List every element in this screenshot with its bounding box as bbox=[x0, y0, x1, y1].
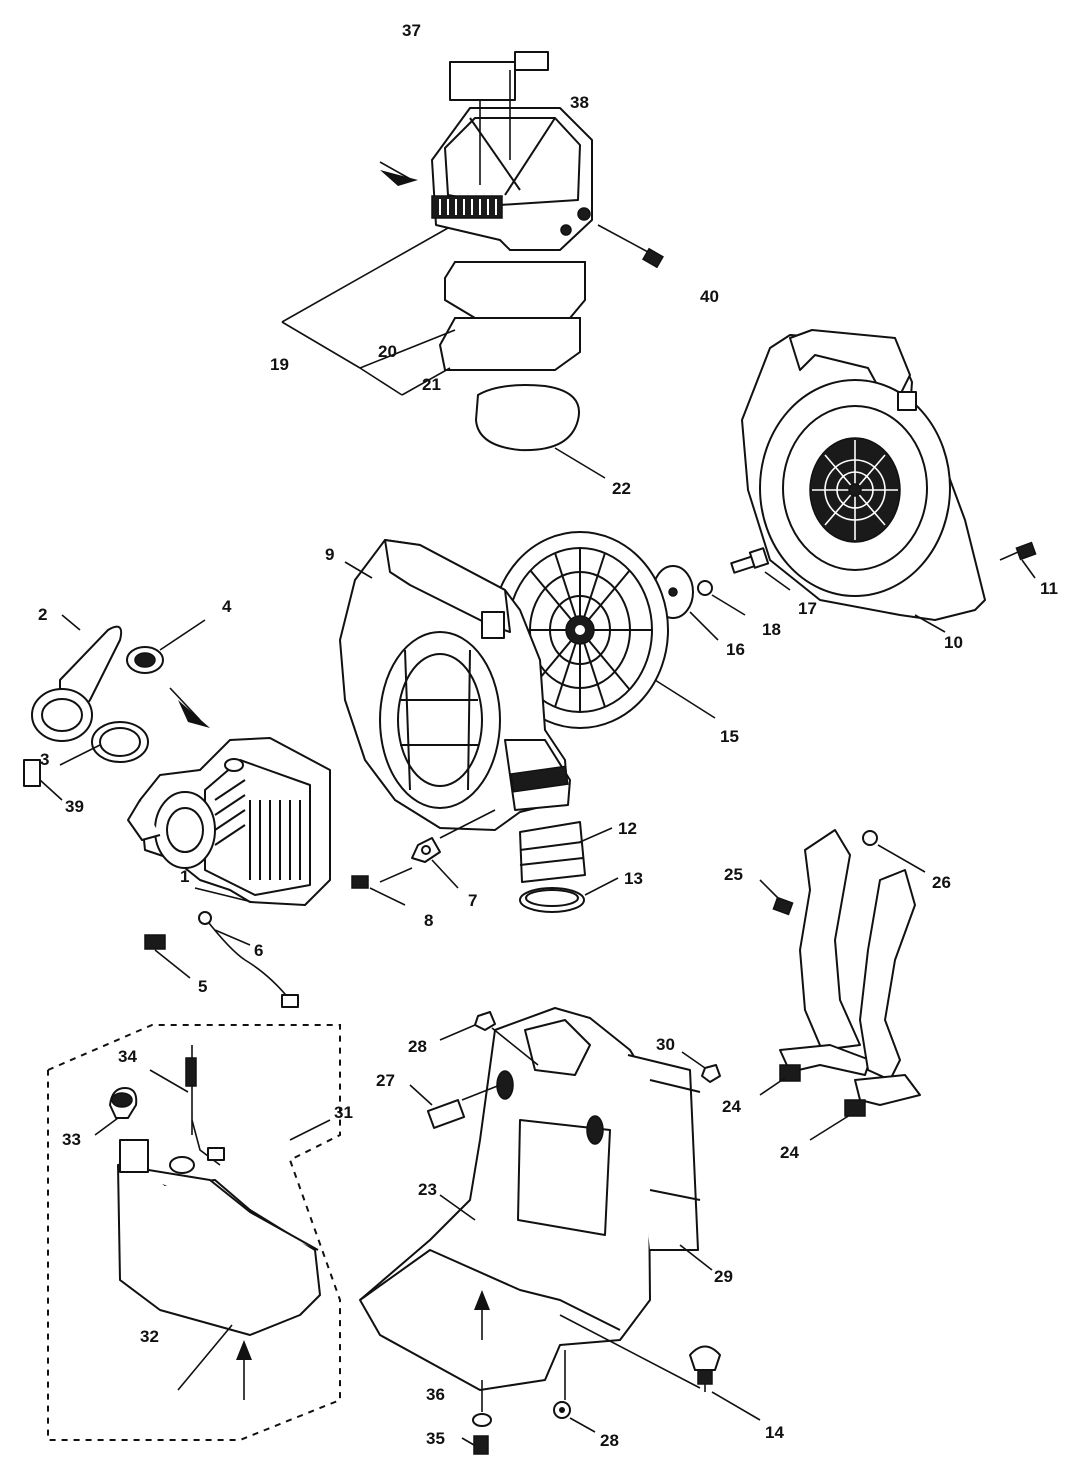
callout-17: 17 bbox=[798, 599, 817, 618]
callout-21: 21 bbox=[422, 375, 441, 394]
callout-16: 16 bbox=[726, 640, 745, 659]
callout-34: 34 bbox=[118, 1047, 137, 1066]
callout-25: 25 bbox=[724, 865, 743, 884]
callout-29: 29 bbox=[714, 1267, 733, 1286]
callout-32: 32 bbox=[140, 1327, 159, 1346]
callout-6: 6 bbox=[254, 941, 263, 960]
callout-28-top: 28 bbox=[408, 1037, 427, 1056]
blower-housing-9 bbox=[339, 539, 571, 831]
callout-40: 40 bbox=[700, 287, 719, 306]
air-filter-elements bbox=[281, 227, 606, 479]
callout-24-top: 24 bbox=[722, 1097, 741, 1116]
callout-3: 3 bbox=[40, 750, 49, 769]
screw-40 bbox=[597, 224, 664, 269]
callout-13: 13 bbox=[624, 869, 643, 888]
fuel-tank-assembly-31 bbox=[47, 1024, 341, 1441]
callout-35: 35 bbox=[426, 1429, 445, 1448]
engine-1 bbox=[127, 737, 331, 906]
callout-28-bottom: 28 bbox=[600, 1431, 619, 1450]
callout-2: 2 bbox=[38, 605, 47, 624]
screw-11 bbox=[999, 541, 1037, 579]
callout-38: 38 bbox=[570, 93, 589, 112]
callout-7: 7 bbox=[468, 891, 477, 910]
callout-22: 22 bbox=[612, 479, 631, 498]
callout-5: 5 bbox=[198, 977, 207, 996]
callout-15: 15 bbox=[720, 727, 739, 746]
callout-24-bottom: 24 bbox=[780, 1143, 799, 1162]
callout-33: 33 bbox=[62, 1130, 81, 1149]
callout-9: 9 bbox=[325, 545, 334, 564]
callout-19: 19 bbox=[270, 355, 289, 374]
intake-boot-2-3-4 bbox=[23, 614, 210, 801]
callout-11: 11 bbox=[1040, 579, 1058, 598]
callout-14: 14 bbox=[765, 1423, 784, 1442]
callout-23: 23 bbox=[418, 1180, 437, 1199]
tube-clamps-12-13 bbox=[519, 821, 619, 913]
callout-37: 37 bbox=[402, 21, 421, 40]
callout-31: 31 bbox=[334, 1103, 353, 1122]
callout-30: 30 bbox=[656, 1035, 675, 1054]
back-frame-23 bbox=[359, 1007, 713, 1391]
callout-12: 12 bbox=[618, 819, 637, 838]
frame-hardware bbox=[409, 1011, 761, 1455]
callout-27: 27 bbox=[376, 1071, 395, 1090]
callout-20: 20 bbox=[378, 342, 397, 361]
callout-labels: 37 38 40 20 19 21 22 9 11 17 2 4 18 10 1… bbox=[38, 21, 1058, 1450]
label-sticker-38 bbox=[514, 51, 549, 71]
label-sticker-37 bbox=[449, 61, 516, 101]
callout-1: 1 bbox=[180, 867, 189, 886]
air-cleaner-cover bbox=[379, 51, 593, 251]
bolt-5-wire-6 bbox=[144, 911, 299, 1008]
callout-4: 4 bbox=[222, 597, 232, 616]
callout-39: 39 bbox=[65, 797, 84, 816]
blower-housing-10 bbox=[741, 329, 986, 633]
hardware-7-8 bbox=[351, 809, 496, 906]
callout-8: 8 bbox=[424, 911, 433, 930]
shoulder-straps-24 bbox=[759, 829, 926, 1141]
callout-36: 36 bbox=[426, 1385, 445, 1404]
callout-26: 26 bbox=[932, 873, 951, 892]
callout-10: 10 bbox=[944, 633, 963, 652]
callout-18: 18 bbox=[762, 620, 781, 639]
